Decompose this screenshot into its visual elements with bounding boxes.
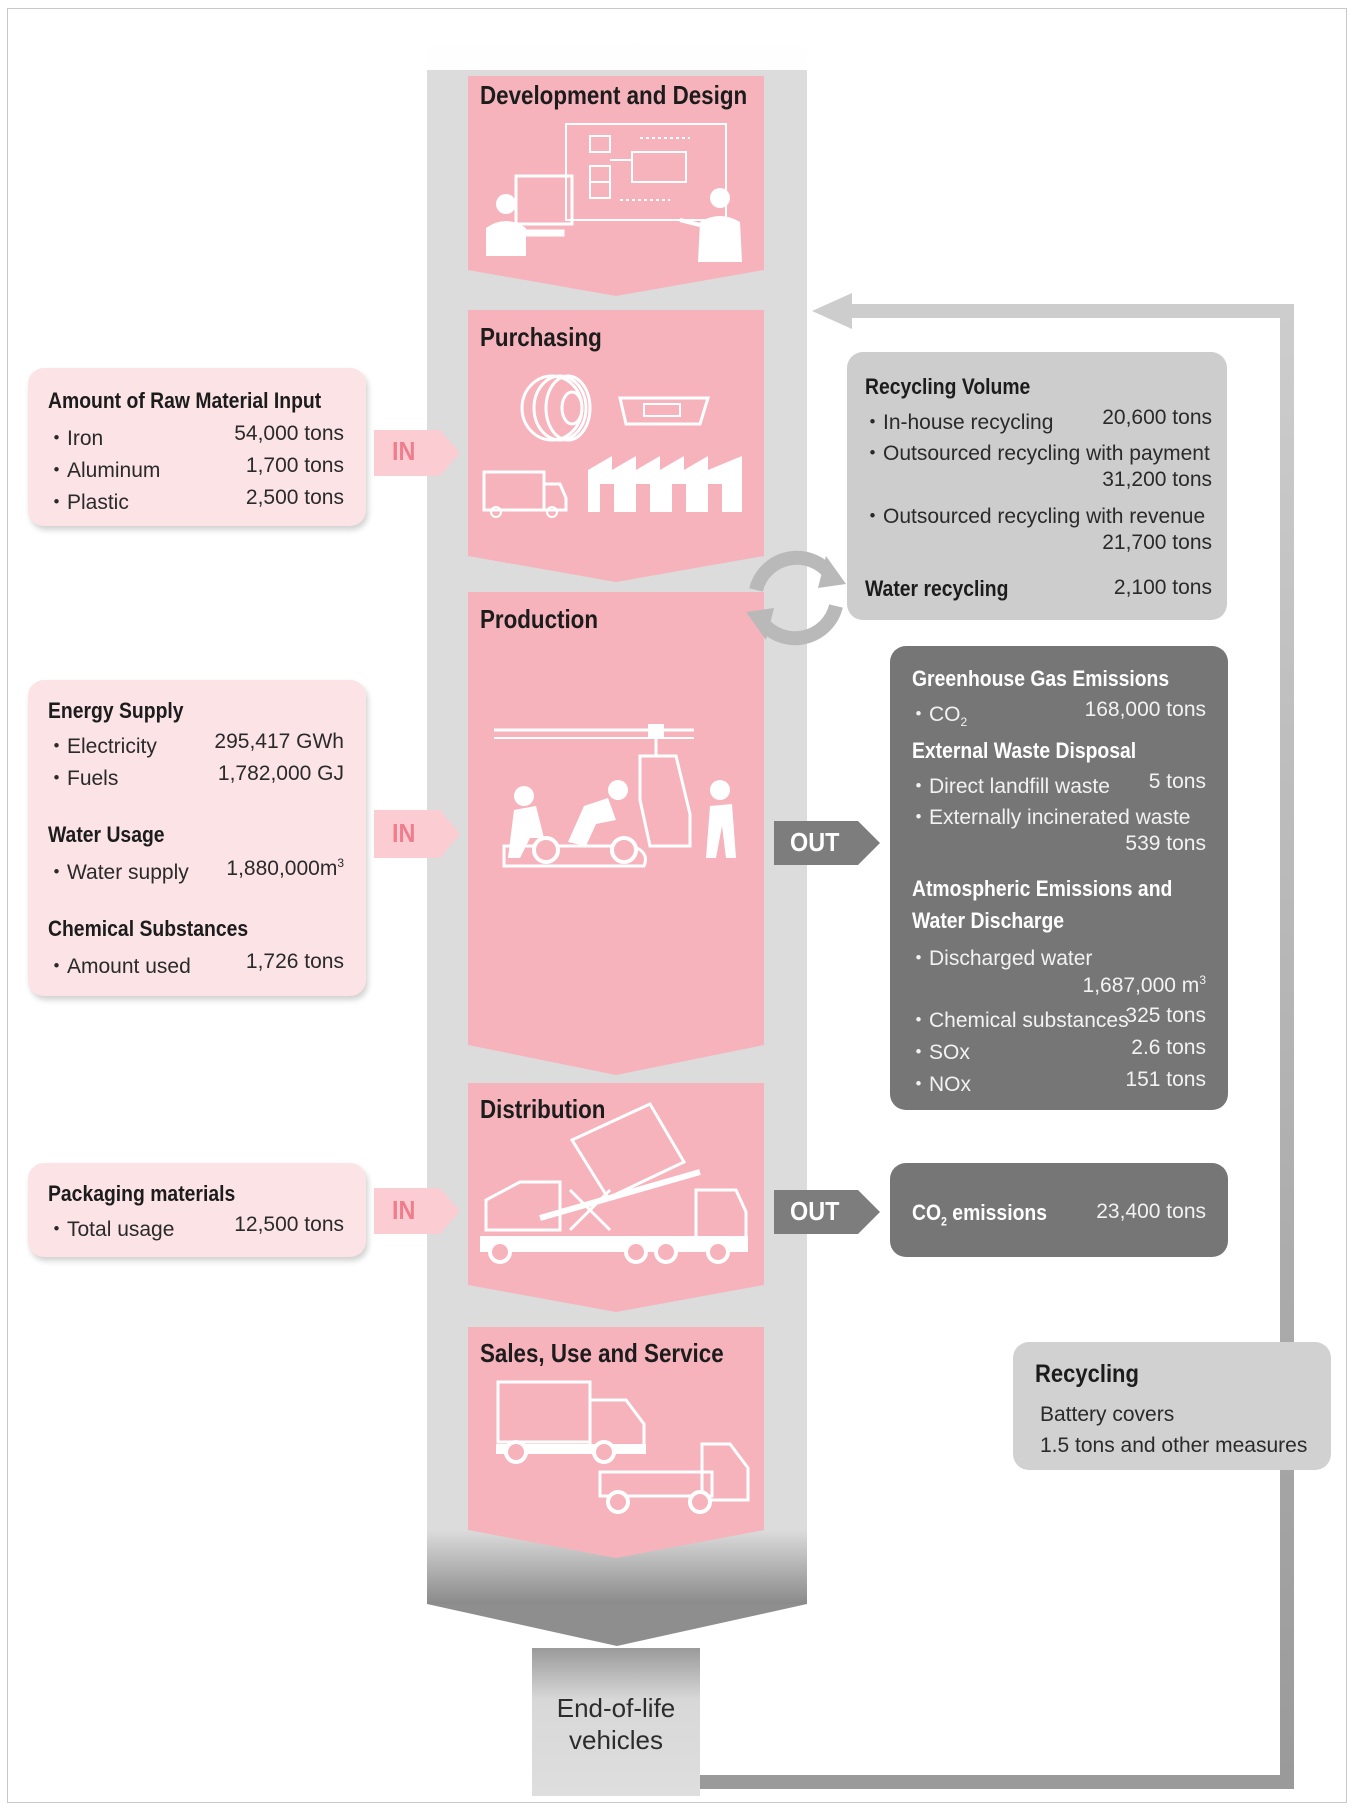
energy-supply-title: Energy Supply <box>48 698 184 723</box>
loop-arrow-head <box>812 293 852 329</box>
out-tag-distribution: OUT <box>790 1196 840 1226</box>
stage-title-production: Production <box>480 604 599 634</box>
co2-value: 168,000 tons <box>1084 698 1206 721</box>
water-supply-label: ・Water supply <box>46 861 189 884</box>
water-supply-value: 1,880,000m3 <box>226 856 344 880</box>
inhouse-recycling-label: ・In-house recycling <box>862 411 1054 434</box>
production-input-box: Energy Supply ・Electricity 295,417 GWh ・… <box>28 680 366 996</box>
atmospheric-title-2: Water Discharge <box>912 908 1065 933</box>
recycling-volume-title: Recycling Volume <box>865 374 1031 399</box>
end-of-life-box <box>532 1648 700 1796</box>
outsourced-payment-label: ・Outsourced recycling with payment <box>862 442 1210 465</box>
raw-material-aluminum-value: 1,700 tons <box>245 454 344 477</box>
column-arrow-tip <box>427 1604 807 1646</box>
incinerated-value: 539 tons <box>1125 832 1206 855</box>
water-recycling-label: Water recycling <box>865 576 1009 601</box>
chemical-output-label: ・Chemical substances <box>908 1009 1129 1032</box>
packaging-title: Packaging materials <box>48 1181 236 1206</box>
outsourced-revenue-label: ・Outsourced recycling with revenue <box>862 505 1206 528</box>
atmospheric-title-1: Atmospheric Emissions and <box>912 876 1173 901</box>
recycling-note-line2: 1.5 tons and other measures <box>1040 1434 1308 1457</box>
distribution-co2-value: 23,400 tons <box>1096 1200 1206 1223</box>
stage-title-purchasing: Purchasing <box>480 322 602 352</box>
incinerated-label: ・Externally incinerated waste <box>908 806 1191 829</box>
recycling-note-title: Recycling <box>1035 1360 1139 1388</box>
end-of-life-line2: vehicles <box>569 1725 663 1755</box>
landfill-value: 5 tons <box>1148 770 1206 793</box>
out-tag-production: OUT <box>790 827 840 857</box>
raw-material-plastic-value: 2,500 tons <box>245 486 344 509</box>
discharged-water-label: ・Discharged water <box>908 947 1093 970</box>
chemical-amount-label: ・Amount used <box>46 955 191 978</box>
fuels-value: 1,782,000 GJ <box>217 762 344 785</box>
purchasing-illustration <box>482 374 742 518</box>
raw-material-aluminum-label: ・Aluminum <box>46 459 161 482</box>
distribution-illustration <box>480 1102 748 1264</box>
recycling-note-box <box>1013 1342 1331 1470</box>
in-arrow-purchasing <box>374 430 460 476</box>
production-illustration <box>494 724 736 868</box>
stage-title-sales: Sales, Use and Service <box>480 1338 724 1368</box>
out-arrow-production <box>774 821 880 865</box>
in-tag-purchasing: IN <box>392 436 416 466</box>
electricity-value: 295,417 GWh <box>214 730 344 753</box>
raw-material-iron-value: 54,000 tons <box>234 422 344 445</box>
inhouse-recycling-value: 20,600 tons <box>1102 406 1212 429</box>
nox-value: 151 tons <box>1125 1068 1206 1091</box>
discharged-water-value: 1,687,000 m3 <box>1082 973 1206 997</box>
raw-material-title: Amount of Raw Material Input <box>48 388 322 413</box>
electricity-label: ・Electricity <box>46 735 157 758</box>
recycling-volume-box <box>847 352 1227 620</box>
raw-material-iron-label: ・Iron <box>46 427 104 450</box>
outsourced-payment-value: 31,200 tons <box>1102 468 1212 491</box>
outsourced-revenue-value: 21,700 tons <box>1102 531 1212 554</box>
in-arrow-distribution <box>374 1188 460 1234</box>
raw-material-plastic-label: ・Plastic <box>46 491 129 514</box>
landfill-label: ・Direct landfill waste <box>908 775 1110 798</box>
stage-block-production <box>468 592 764 1075</box>
water-usage-title: Water Usage <box>48 822 165 847</box>
production-output-box <box>890 646 1228 1110</box>
sales-illustration <box>496 1380 750 1514</box>
sox-value: 2.6 tons <box>1131 1036 1206 1059</box>
stage-title-distribution: Distribution <box>480 1094 606 1124</box>
stage-title-development: Development and Design <box>480 80 748 110</box>
end-of-life-label: End-of-life vehicles <box>532 1692 700 1756</box>
waste-disposal-title: External Waste Disposal <box>912 738 1137 763</box>
fuels-label: ・Fuels <box>46 767 119 790</box>
packaging-input-box: Packaging materials ・Total usage 12,500 … <box>28 1163 366 1257</box>
nox-label: ・NOx <box>908 1073 971 1096</box>
in-arrow-production <box>374 810 460 858</box>
recycling-loop-line <box>700 304 1294 1789</box>
packaging-usage-label: ・Total usage <box>46 1218 175 1241</box>
ghg-title: Greenhouse Gas Emissions <box>912 666 1170 691</box>
water-recycling-value: 2,100 tons <box>1113 576 1212 599</box>
sox-label: ・SOx <box>908 1041 970 1064</box>
recycle-cycle-icon <box>746 550 846 646</box>
packaging-usage-value: 12,500 tons <box>234 1213 344 1236</box>
in-tag-production: IN <box>392 818 416 848</box>
chemical-amount-value: 1,726 tons <box>245 950 344 973</box>
stage-block-development <box>468 76 764 296</box>
design-illustration <box>486 123 742 262</box>
distribution-output-box <box>890 1163 1228 1257</box>
diagram-frame <box>7 8 1347 1803</box>
chemical-output-value: 325 tons <box>1125 1004 1206 1027</box>
distribution-co2-label: CO2 emissions <box>912 1200 1047 1229</box>
co2-label: ・CO2 <box>908 703 968 730</box>
out-arrow-distribution <box>774 1190 880 1234</box>
raw-material-input-box: Amount of Raw Material Input ・Iron 54,00… <box>28 368 366 526</box>
end-of-life-line1: End-of-life <box>556 1693 676 1723</box>
recycling-note-line1: Battery covers <box>1040 1403 1175 1426</box>
chemical-substances-title: Chemical Substances <box>48 916 249 941</box>
in-tag-distribution: IN <box>392 1195 416 1225</box>
